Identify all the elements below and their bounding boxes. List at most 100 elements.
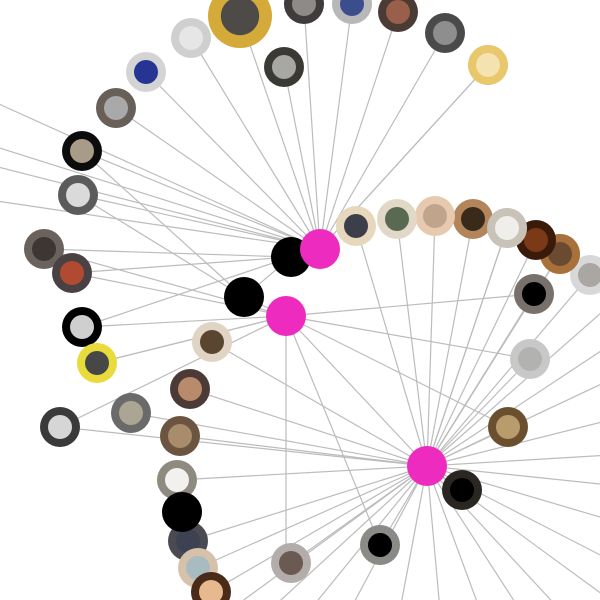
- edge-hub-avatar: [355, 225, 428, 467]
- edge-hub-hub: [285, 315, 428, 467]
- avatar-image: [168, 424, 192, 448]
- avatar-node[interactable]: [62, 307, 102, 347]
- avatar-image: [433, 21, 457, 45]
- edge-hub-avatar: [179, 435, 428, 467]
- avatar-node[interactable]: [24, 229, 64, 269]
- avatar-node[interactable]: [425, 13, 465, 53]
- edge-hub-avatar: [285, 315, 531, 360]
- edge-hub-avatar: [426, 358, 531, 467]
- edge-offscreen: [280, 465, 428, 600]
- avatar-node[interactable]: [160, 416, 200, 456]
- edge-connector-avatar: [81, 150, 245, 298]
- avatar-node[interactable]: [157, 460, 197, 500]
- avatar-node[interactable]: [192, 322, 232, 362]
- edge-offscreen: [426, 465, 440, 600]
- avatar-image: [340, 0, 364, 16]
- avatar-node[interactable]: [514, 274, 554, 314]
- avatar-node[interactable]: [171, 18, 211, 58]
- edge-hub-avatar: [81, 315, 287, 328]
- edge-hub-avatar: [303, 3, 321, 250]
- avatar-image: [461, 207, 485, 231]
- avatar-node[interactable]: [377, 199, 417, 239]
- avatar-image: [119, 401, 143, 425]
- avatar-image: [578, 263, 600, 287]
- avatar-image: [272, 55, 296, 79]
- edge-hub-avatar: [176, 465, 428, 481]
- avatar-node[interactable]: [126, 52, 166, 92]
- avatar-node[interactable]: [208, 0, 272, 48]
- avatar-node[interactable]: [453, 199, 493, 239]
- avatar-node[interactable]: [191, 572, 231, 600]
- edge-hub-avatar: [96, 315, 287, 364]
- avatar-image: [60, 261, 84, 285]
- node-layer: [24, 0, 600, 600]
- avatar-node[interactable]: [378, 0, 418, 32]
- connector-middle[interactable]: [224, 277, 264, 317]
- edge-hub-avatar: [59, 315, 287, 428]
- avatar-node[interactable]: [62, 131, 102, 171]
- edge-hub-avatar: [426, 239, 537, 467]
- avatar-image: [496, 415, 520, 439]
- edge-offscreen: [426, 312, 600, 467]
- edge-offscreen: [0, 103, 321, 250]
- avatar-image: [368, 533, 392, 557]
- edge-offscreen: [426, 465, 477, 600]
- edge-offscreen: [426, 465, 600, 485]
- connector-left-chain[interactable]: [162, 492, 202, 532]
- avatar-image: [522, 282, 546, 306]
- hub-middle[interactable]: [266, 296, 306, 336]
- avatar-node[interactable]: [58, 175, 98, 215]
- edge-connector-avatar: [81, 256, 292, 328]
- avatar-image: [70, 139, 94, 163]
- edge-offscreen: [0, 166, 321, 250]
- avatar-node[interactable]: [284, 0, 324, 24]
- avatar-node[interactable]: [442, 470, 482, 510]
- edge-hub-avatar: [210, 465, 428, 593]
- avatar-image: [165, 468, 189, 492]
- edge-hub-avatar: [189, 388, 428, 467]
- avatar-node[interactable]: [510, 339, 550, 379]
- avatar-node[interactable]: [271, 543, 311, 583]
- edge-hub-avatar: [426, 215, 436, 467]
- avatar-image: [104, 96, 128, 120]
- avatar-node[interactable]: [570, 255, 600, 295]
- avatar-node[interactable]: [170, 369, 210, 409]
- avatar-node[interactable]: [332, 0, 372, 24]
- avatar-node[interactable]: [360, 525, 400, 565]
- edge-hub-avatar: [81, 150, 321, 250]
- avatar-node[interactable]: [415, 196, 455, 236]
- avatar-node[interactable]: [111, 393, 151, 433]
- avatar-image: [200, 330, 224, 354]
- avatar-node[interactable]: [96, 88, 136, 128]
- edge-hub-avatar: [77, 194, 321, 250]
- avatar-image: [524, 228, 548, 252]
- avatar-image: [179, 26, 203, 50]
- avatar-image: [70, 315, 94, 339]
- avatar-node[interactable]: [487, 208, 527, 248]
- edge-hub-avatar: [190, 37, 321, 250]
- avatar-image: [495, 216, 519, 240]
- edge-hub-avatar: [211, 341, 428, 467]
- hub-lower[interactable]: [407, 446, 447, 486]
- avatar-image: [279, 551, 303, 575]
- edge-hub-avatar: [426, 218, 474, 467]
- avatar-image: [48, 415, 72, 439]
- hub-upper[interactable]: [300, 229, 340, 269]
- avatar-node[interactable]: [488, 407, 528, 447]
- avatar-node[interactable]: [336, 206, 376, 246]
- edge-offscreen: [426, 350, 600, 467]
- avatar-image: [450, 478, 474, 502]
- edge-hub-avatar: [290, 465, 428, 564]
- avatar-image: [32, 237, 56, 261]
- avatar-node[interactable]: [468, 45, 508, 85]
- edge-offscreen: [0, 200, 321, 250]
- edge-hub-avatar: [145, 71, 321, 250]
- avatar-node[interactable]: [40, 407, 80, 447]
- edge-hub-avatar: [319, 11, 399, 250]
- avatar-node[interactable]: [77, 343, 117, 383]
- edge-hub-avatar: [285, 315, 509, 428]
- avatar-node[interactable]: [264, 47, 304, 87]
- avatar-image: [344, 214, 368, 238]
- avatar-node[interactable]: [52, 253, 92, 293]
- avatar-image: [386, 0, 410, 24]
